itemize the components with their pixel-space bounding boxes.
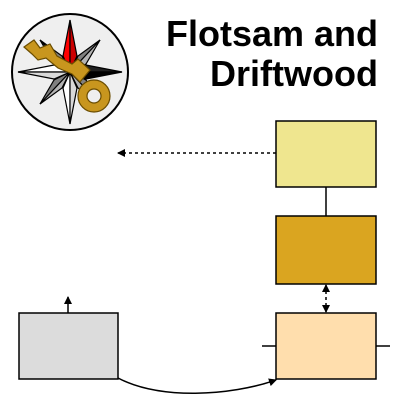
gray-box[interactable] [18,312,119,380]
compass-star-key-icon [10,12,130,132]
gold-box[interactable] [275,215,377,285]
title-line-2: Driftwood [210,53,378,94]
curved-arrow [117,377,277,394]
pale-yellow-box[interactable] [275,120,377,188]
peach-box[interactable] [275,312,377,380]
title-line-1: Flotsam and [165,13,378,54]
page-title: Flotsam and Driftwood [118,14,378,94]
